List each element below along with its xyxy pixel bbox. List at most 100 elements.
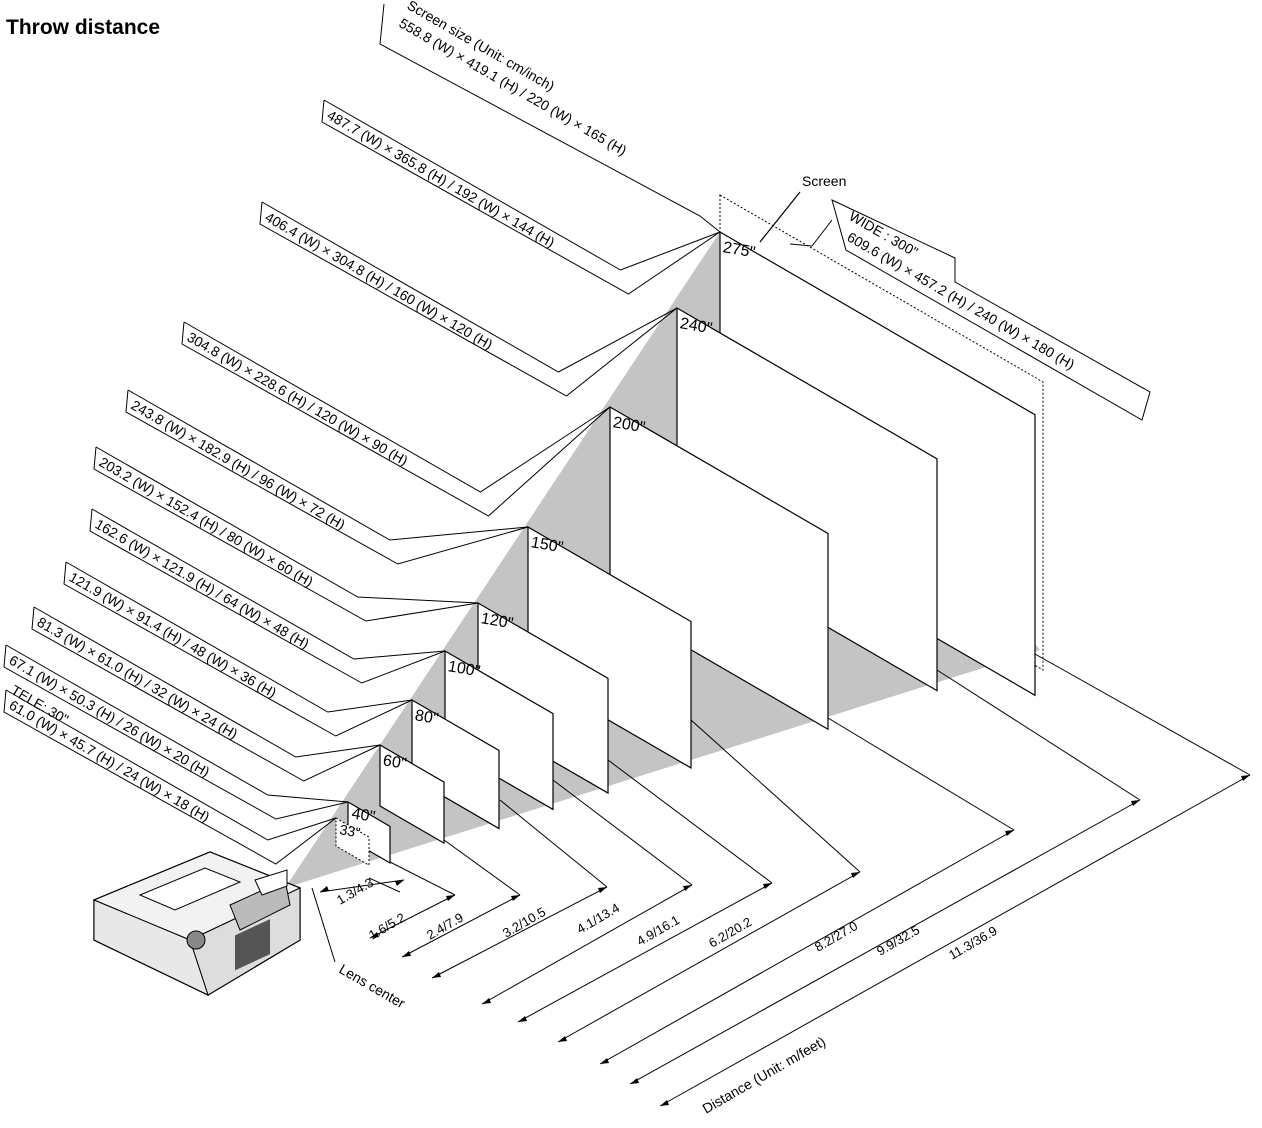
dims-leader-under bbox=[3, 644, 349, 820]
distance-line bbox=[481, 884, 693, 1005]
arrow-tail bbox=[660, 1100, 669, 1106]
dims-leader-under bbox=[63, 561, 413, 737]
dims-leader-line bbox=[5, 644, 349, 803]
base-guide bbox=[1034, 653, 1251, 776]
dims-leader-under bbox=[259, 201, 678, 397]
base-guide bbox=[827, 717, 1015, 831]
arrow-tail bbox=[600, 1058, 609, 1064]
arrow-tail bbox=[630, 1078, 639, 1084]
dims-leader-line bbox=[183, 321, 611, 493]
arrow-head bbox=[683, 885, 692, 891]
distance-label: 9.9/32.5 bbox=[874, 922, 922, 958]
screen-panel bbox=[609, 405, 829, 731]
screens-group: 275"240"200"150"120"100"80"60"40"33" bbox=[335, 230, 1036, 867]
wide-leader bbox=[789, 219, 833, 247]
distance-label: 2.4/7.9 bbox=[424, 910, 466, 943]
screen-size-label: 150" bbox=[530, 534, 565, 556]
screen-1: 33" bbox=[335, 817, 370, 867]
arrow-tail bbox=[402, 951, 411, 957]
dims-leader-under bbox=[31, 606, 381, 782]
distance-line bbox=[599, 829, 1015, 1065]
distance-line-6: 4.9/16.1 bbox=[517, 882, 773, 1023]
base-guide bbox=[443, 839, 521, 896]
screen-callout-line bbox=[759, 191, 801, 243]
distance-label: 8.2/27.0 bbox=[812, 918, 860, 954]
distance-label: 4.9/16.1 bbox=[634, 912, 682, 948]
screen-size-label: 40" bbox=[350, 805, 376, 826]
screen-4: 80" bbox=[411, 698, 500, 830]
arrow-head bbox=[1131, 800, 1140, 806]
arrow-tail bbox=[432, 972, 441, 978]
distance-line-10: 11.3/36.9 bbox=[659, 774, 1251, 1107]
dims-leader-line bbox=[323, 99, 721, 271]
lens-center-label: Lens center bbox=[337, 961, 409, 1012]
screen-base-guides bbox=[368, 653, 1251, 896]
distance-line bbox=[319, 879, 405, 893]
dims-leader-line bbox=[5, 689, 337, 841]
screen-3: 60" bbox=[379, 743, 445, 845]
screen-size-label: 120" bbox=[480, 610, 515, 632]
arrow-head bbox=[598, 887, 607, 893]
screen-panel bbox=[335, 817, 370, 867]
top-dims-leader bbox=[379, 3, 721, 233]
dims-label: 203.2 (W) × 152.4 (H) / 80 (W) × 60 (H) bbox=[97, 454, 317, 590]
screen-panel bbox=[379, 743, 445, 845]
distance-line bbox=[629, 799, 1141, 1085]
base-guide bbox=[607, 759, 773, 884]
distance-line-9: 9.9/32.5 bbox=[629, 799, 1141, 1085]
dims-leader-line bbox=[33, 606, 381, 758]
arrow-tail bbox=[558, 1036, 567, 1042]
distance-line bbox=[517, 882, 773, 1023]
dims-leader-line bbox=[91, 508, 446, 660]
dims-leader-line bbox=[261, 201, 678, 373]
arrow-head bbox=[763, 883, 772, 889]
dims-label: 487.7 (W) × 365.8 (H) / 192 (W) × 144 (H… bbox=[325, 107, 558, 251]
screen-panel bbox=[527, 525, 692, 769]
distance-line-7: 6.2/20.2 bbox=[557, 871, 861, 1043]
screen-size-label: 200" bbox=[612, 414, 647, 436]
distance-label: 4.1/13.4 bbox=[574, 900, 622, 936]
arrow-head bbox=[1241, 775, 1250, 781]
screen-panel bbox=[411, 698, 500, 830]
distance-line bbox=[557, 871, 861, 1043]
projector-illustration bbox=[92, 851, 302, 996]
screen-label: Screen bbox=[802, 173, 846, 189]
base-guide bbox=[499, 799, 608, 888]
page-title: Throw distance bbox=[6, 16, 161, 39]
screen-5: 100" bbox=[444, 649, 554, 811]
wide-screen-outline bbox=[719, 194, 1044, 671]
distance-label: 1.6/5.2 bbox=[366, 910, 408, 943]
distance-label: 11.3/36.9 bbox=[946, 923, 1000, 963]
dims-leader-under bbox=[321, 99, 721, 295]
dims-callout-6: 203.2 (W) × 152.4 (H) / 80 (W) × 60 (H) bbox=[93, 446, 479, 622]
arrow-tail bbox=[518, 1016, 527, 1022]
base-guide bbox=[368, 877, 401, 893]
base-guide bbox=[690, 719, 861, 873]
arrow-head bbox=[851, 872, 860, 878]
dims-callout-9: 406.4 (W) × 304.8 (H) / 160 (W) × 120 (H… bbox=[259, 201, 678, 397]
dims-leader-under bbox=[181, 321, 611, 517]
screen-8: 200" bbox=[609, 405, 829, 731]
dims-callout-5: 162.6 (W) × 121.9 (H) / 64 (W) × 48 (H) bbox=[89, 508, 446, 684]
distance-line bbox=[431, 886, 608, 979]
dims-label: 121.9 (W) × 91.4 (H) / 48 (W) × 36 (H) bbox=[67, 569, 280, 701]
screen-size-label: 100" bbox=[447, 658, 482, 680]
screen-7: 150" bbox=[527, 525, 692, 769]
arrow-head bbox=[511, 895, 520, 901]
distance-label: 3.2/10.5 bbox=[500, 904, 548, 940]
dims-leader-under bbox=[89, 508, 446, 684]
wide-label-box bbox=[831, 199, 1151, 421]
screen-size-header: Screen size (Unit: cm/inch) bbox=[405, 0, 558, 94]
dims-label: 162.6 (W) × 121.9 (H) / 64 (W) × 48 (H) bbox=[93, 516, 313, 652]
base-guide bbox=[552, 779, 693, 886]
lens-center-line bbox=[311, 887, 336, 963]
dims-callout-10: 487.7 (W) × 365.8 (H) / 192 (W) × 144 (H… bbox=[321, 99, 721, 295]
screen-size-label: 240" bbox=[679, 315, 714, 337]
top-dims-label: 558.8 (W) × 419.1 (H) / 220 (W) × 165 (H… bbox=[397, 15, 630, 159]
base-guide bbox=[936, 669, 1141, 801]
screen-panel bbox=[444, 649, 554, 811]
dims-leader-under bbox=[3, 689, 337, 865]
dims-leader-under bbox=[125, 389, 529, 565]
dims-callout-8: 304.8 (W) × 228.6 (H) / 120 (W) × 90 (H) bbox=[181, 321, 611, 517]
